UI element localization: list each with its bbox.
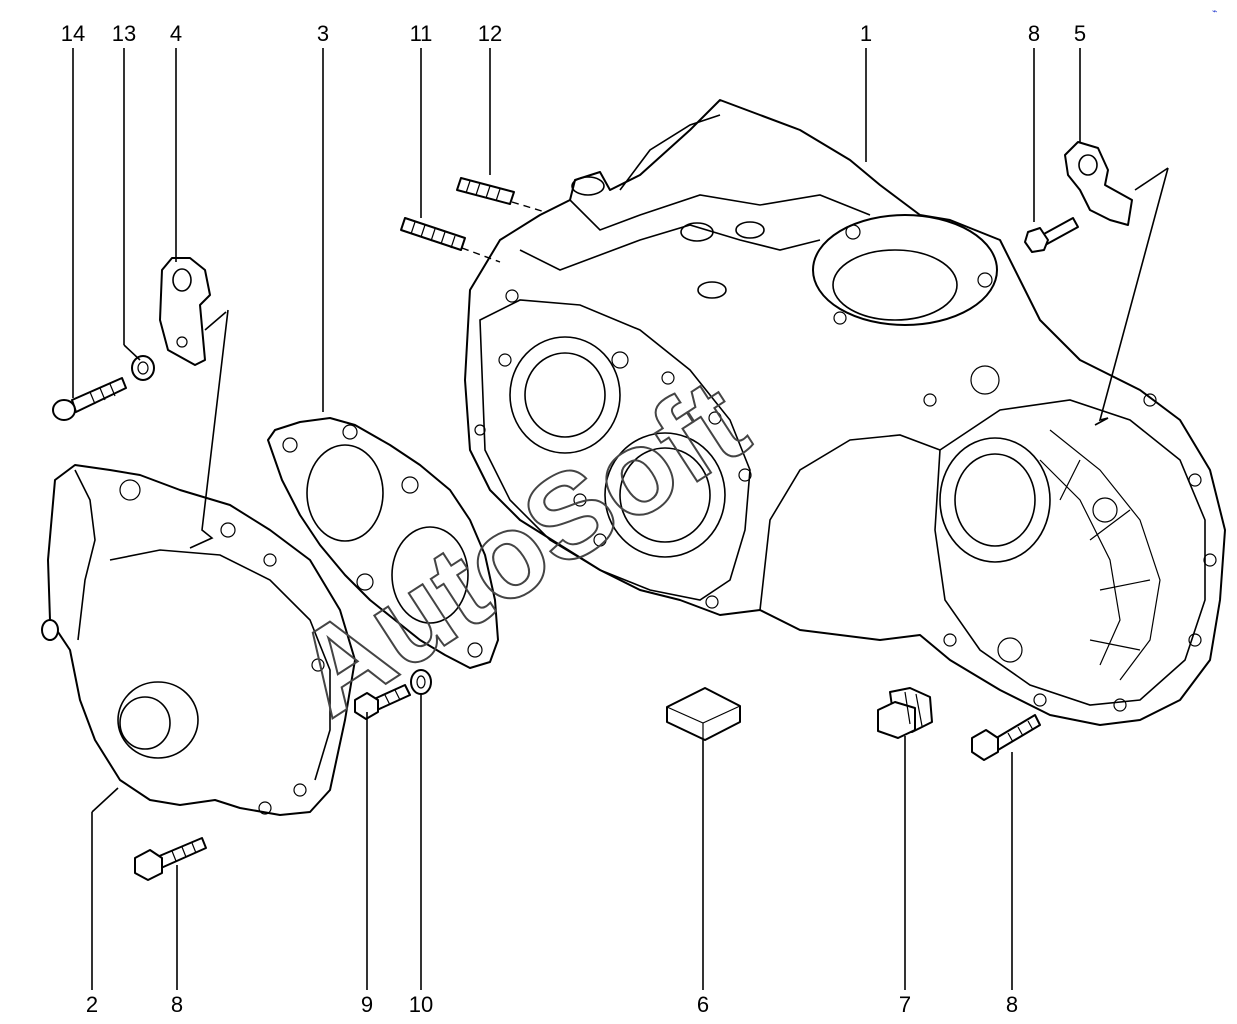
callout-8-right: 8 <box>1006 992 1018 1017</box>
callout-13: 13 <box>112 21 136 46</box>
corner-mark: ⌁ <box>1212 6 1217 16</box>
callout-8-bottom: 8 <box>171 992 183 1017</box>
gearbox-housing <box>464 99 1226 726</box>
callout-1: 1 <box>860 21 872 46</box>
callout-2: 2 <box>86 992 98 1017</box>
bracket-right <box>1064 141 1133 226</box>
callout-3: 3 <box>317 21 329 46</box>
callout-4: 4 <box>170 21 182 46</box>
bracket-left <box>159 257 211 366</box>
bolt-8-right <box>971 714 1041 761</box>
bolt-8-top <box>1024 217 1079 253</box>
stud-11 <box>400 217 466 251</box>
washer-13 <box>131 355 155 381</box>
callout-7: 7 <box>899 992 911 1017</box>
callout-8-top: 8 <box>1028 21 1040 46</box>
callout-labels: 14 13 4 3 11 12 1 8 5 2 8 9 10 6 7 8 <box>61 21 1086 1017</box>
callout-6: 6 <box>697 992 709 1017</box>
callout-12: 12 <box>478 21 502 46</box>
callout-14: 14 <box>61 21 85 46</box>
callout-10: 10 <box>409 992 433 1017</box>
bolt-14 <box>52 377 127 421</box>
callout-11: 11 <box>410 21 433 46</box>
bolt-9 <box>354 684 411 720</box>
bolt-8-bottom <box>134 837 207 881</box>
callout-9: 9 <box>361 992 373 1017</box>
end-cover <box>41 464 356 816</box>
callout-5: 5 <box>1074 21 1086 46</box>
sealant-block <box>666 687 741 741</box>
gasket <box>267 417 499 669</box>
drain-plug <box>877 687 933 739</box>
leader-lines <box>72 48 1169 990</box>
stud-12 <box>456 177 515 205</box>
